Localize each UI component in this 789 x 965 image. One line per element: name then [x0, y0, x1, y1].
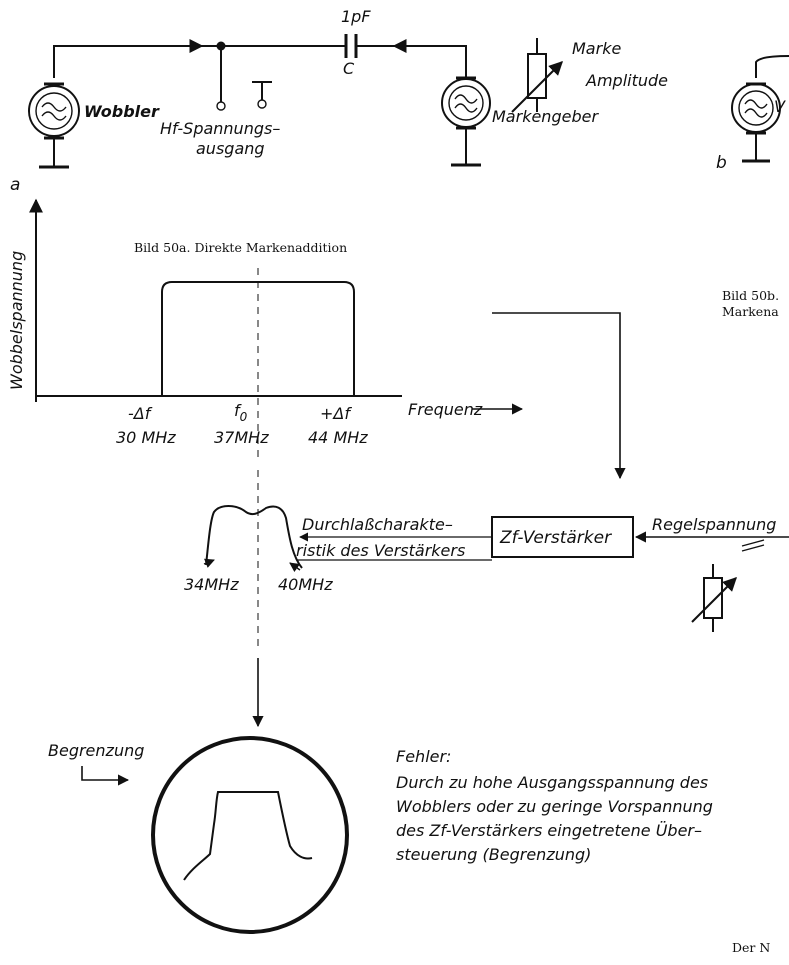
x-axis-label: Frequenz — [408, 400, 483, 419]
freq-high: 40MHz — [278, 575, 333, 594]
top-wire-right — [356, 45, 467, 78]
freq-left: 30 MHz — [116, 428, 176, 447]
error-line-4: steuerung (Begrenzung) — [396, 845, 591, 864]
capacitor-symbol — [344, 34, 358, 58]
tick-center-f: f0 — [234, 401, 248, 424]
wobbler-b-label: V — [774, 97, 786, 116]
panel-letter-a: a — [10, 175, 20, 195]
wobbler-generator-icon — [28, 82, 80, 169]
passband-label-line1: Durchlaßcharakte– — [302, 515, 453, 534]
amplitude-label: Amplitude — [585, 71, 668, 90]
passband-label-line2: ristik des Verstärkers — [296, 541, 465, 560]
marker-generator-icon — [441, 76, 491, 167]
error-title: Fehler: — [396, 747, 451, 766]
clipped-waveform — [183, 791, 313, 881]
error-line-2: Wobblers oder zu geringe Vorspannung — [396, 797, 713, 816]
error-line-1: Durch zu hohe Ausgangsspannung des — [396, 773, 708, 792]
y-axis-label: Wobbelspannung — [7, 251, 26, 390]
tick-minus-delta-f: -Δf — [128, 404, 153, 423]
panel-letter-b: b — [716, 153, 727, 173]
oscilloscope-screen — [151, 736, 349, 934]
freq-right: 44 MHz — [308, 428, 368, 447]
schematic-b-partial — [731, 55, 789, 163]
control-potentiometer-icon — [691, 564, 737, 632]
control-voltage-label: Regelspannung — [652, 515, 776, 534]
tick-plus-delta-f: +Δf — [320, 404, 352, 423]
output-label-line1: Hf-Spannungs– — [160, 119, 280, 138]
capacitor-value: 1pF — [341, 7, 371, 26]
passband-curve — [205, 505, 303, 569]
caption-50b-line1: Bild 50b. — [722, 288, 779, 303]
footer-cut-text: Der N — [732, 940, 770, 955]
freq-low: 34MHz — [184, 575, 239, 594]
output-label-line2: ausgang — [196, 139, 265, 158]
if-amplifier-label: Zf-Verstärker — [499, 528, 612, 548]
marker-gen-label: Markengeber — [492, 107, 599, 126]
wobbler-label: Wobbler — [84, 102, 160, 121]
limit-arrow — [81, 766, 130, 786]
if-amplifier-box — [491, 516, 634, 558]
passband-marker-left — [203, 558, 215, 568]
marker-label: Marke — [572, 39, 621, 58]
capacitor-name: C — [343, 59, 355, 78]
limit-label: Begrenzung — [48, 741, 144, 760]
passband-marker-right — [289, 562, 301, 573]
top-wire-left — [53, 45, 346, 78]
output-terminals — [216, 46, 272, 111]
schematic-a: 1pF C Wobbler a Hf-Spannungs– ausgang — [10, 7, 668, 195]
signal-path-arrow — [492, 312, 626, 480]
error-line-3: des Zf-Verstärkers eingetretene Über– — [396, 821, 702, 840]
sweep-plot — [29, 198, 524, 462]
freq-center: 37MHz — [214, 428, 269, 447]
caption-50b-line2: Markena — [722, 304, 779, 319]
variable-resistor-icon — [511, 38, 563, 113]
caption-50a: Bild 50a. Direkte Markenaddition — [134, 240, 347, 255]
ground-symbol-small — [741, 539, 765, 552]
